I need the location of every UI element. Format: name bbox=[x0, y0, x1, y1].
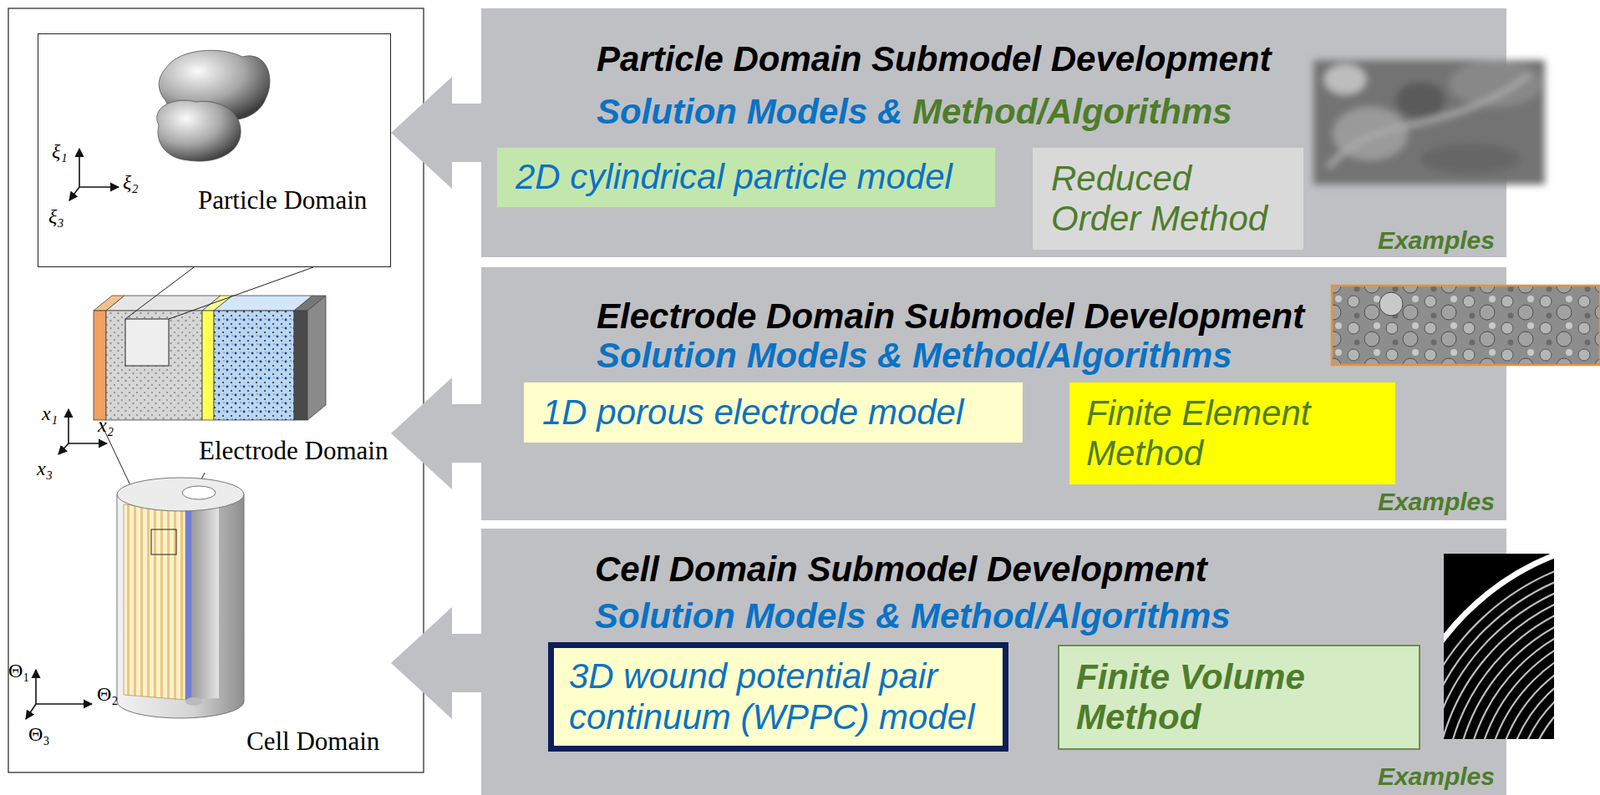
axis-triad bbox=[25, 704, 36, 720]
method-box: Reduced Order Method bbox=[1032, 147, 1304, 250]
axis-label: ξ₂ bbox=[122, 171, 139, 195]
axis-label: ξ₁ bbox=[51, 140, 68, 164]
cell-illustration bbox=[116, 477, 244, 719]
example-micrograph bbox=[1324, 64, 1367, 95]
example-micrograph bbox=[1313, 60, 1545, 185]
examples-label: Examples bbox=[1377, 226, 1495, 256]
panel-background bbox=[481, 8, 1507, 258]
cell-illustration bbox=[191, 497, 219, 701]
submodel-panel: Particle Domain Submodel DevelopmentSolu… bbox=[481, 8, 1507, 258]
electrode-illustration bbox=[106, 295, 221, 311]
model-box: 2D cylindrical particle model bbox=[497, 147, 996, 208]
block-arrow bbox=[391, 607, 482, 720]
examples-label: Examples bbox=[1377, 762, 1495, 793]
axis-triad bbox=[35, 670, 37, 705]
axis-label: ξ₃ bbox=[48, 205, 65, 229]
example-micrograph bbox=[1443, 553, 1555, 740]
method-box: Finite Volume Method bbox=[1057, 645, 1421, 751]
example-micrograph bbox=[1464, 612, 1555, 740]
example-micrograph bbox=[1313, 60, 1545, 185]
panel-subheading: Solution Models & Method/Algorithms bbox=[596, 335, 1233, 376]
axis-label: x₂ bbox=[97, 414, 114, 438]
cell-illustration bbox=[116, 494, 244, 719]
model-box: 1D porous electrode model bbox=[523, 382, 1023, 443]
particle-illustration bbox=[157, 100, 241, 162]
example-micrograph bbox=[1443, 572, 1555, 740]
callout-line bbox=[100, 267, 314, 530]
example-micrograph bbox=[1474, 622, 1555, 740]
axis-label: Θ₃ bbox=[28, 723, 51, 747]
axis-triad bbox=[58, 443, 69, 455]
method-box: Finite Element Method bbox=[1069, 382, 1396, 485]
method-text: Reduced Order Method bbox=[1051, 158, 1281, 240]
panel-heading: Electrode Domain Submodel Development bbox=[596, 296, 1305, 337]
domain-label: Particle Domain bbox=[196, 185, 369, 216]
submodel-panel: Cell Domain Submodel DevelopmentSolution… bbox=[481, 528, 1507, 795]
cell-illustration bbox=[185, 697, 203, 707]
model-text: 1D porous electrode model bbox=[542, 392, 964, 433]
example-micrograph bbox=[1328, 75, 1529, 168]
example-micrograph bbox=[1443, 553, 1555, 740]
model-box: 3D wound potential pair continuum (WPPC)… bbox=[548, 642, 1009, 752]
method-text: Finite Element Method bbox=[1086, 393, 1379, 475]
example-micrograph bbox=[1395, 81, 1446, 119]
panel-heading: Cell Domain Submodel Development bbox=[594, 549, 1208, 590]
submodel-panel: Electrode Domain Submodel DevelopmentSol… bbox=[481, 267, 1507, 521]
axis-triad bbox=[68, 442, 107, 445]
electrode-illustration bbox=[93, 295, 326, 421]
electrode-illustration bbox=[93, 310, 107, 421]
examples-label: Examples bbox=[1377, 487, 1495, 518]
example-micrograph bbox=[1420, 143, 1521, 174]
method-text: Finite Volume Method bbox=[1076, 657, 1402, 739]
panel-background bbox=[481, 528, 1507, 795]
axis-triad bbox=[67, 409, 70, 444]
block-arrow bbox=[391, 377, 482, 490]
callout-line bbox=[125, 267, 194, 320]
block-arrow bbox=[391, 377, 482, 720]
example-micrograph bbox=[1443, 553, 1555, 740]
panel-subheading: Solution Models & Method/Algorithms bbox=[594, 596, 1231, 637]
block-arrow bbox=[391, 76, 482, 189]
figure-frame bbox=[8, 8, 424, 773]
electrode-illustration bbox=[202, 310, 214, 421]
domain-label: Electrode Domain bbox=[197, 436, 390, 467]
domain-frame: Particle Domain bbox=[37, 33, 392, 268]
cell-illustration bbox=[116, 477, 244, 512]
cell-illustration bbox=[123, 504, 186, 701]
axis-triad bbox=[79, 186, 119, 188]
example-micrograph bbox=[1379, 292, 1403, 316]
example-micrograph bbox=[1443, 553, 1555, 740]
model-text: 2D cylindrical particle model bbox=[515, 157, 953, 198]
example-micrograph bbox=[1449, 60, 1542, 107]
particle-illustration bbox=[157, 50, 270, 162]
axis-triad bbox=[35, 703, 92, 706]
panel-background bbox=[481, 8, 1507, 795]
cell-illustration bbox=[151, 529, 177, 555]
axis-label: x₁ bbox=[41, 402, 58, 427]
electrode-illustration bbox=[307, 295, 326, 421]
panel-subheading: Method/Algorithms bbox=[912, 91, 1233, 133]
panel-heading: Particle Domain Submodel Development bbox=[596, 39, 1272, 80]
cell-illustration bbox=[182, 486, 216, 500]
axis-triad bbox=[78, 148, 81, 188]
electrode-illustration bbox=[213, 310, 295, 421]
electrode-illustration bbox=[106, 310, 203, 421]
callout-line bbox=[168, 267, 314, 320]
electrode-illustration bbox=[294, 310, 308, 421]
axis-label: Θ₁ bbox=[8, 660, 31, 684]
model-text: 3D wound potential pair continuum (WPPC)… bbox=[568, 656, 988, 738]
axis-label: x₃ bbox=[36, 457, 53, 482]
axis-label: Θ₂ bbox=[96, 683, 119, 707]
example-micrograph bbox=[1454, 602, 1555, 740]
example-micrograph bbox=[1443, 582, 1555, 740]
axis-triad bbox=[69, 187, 80, 201]
example-micrograph bbox=[1514, 662, 1555, 740]
cell-illustration bbox=[185, 506, 192, 701]
panel-subheading: Solution Models & bbox=[596, 91, 903, 133]
example-micrograph bbox=[1331, 285, 1600, 366]
electrode-illustration bbox=[125, 319, 169, 366]
domain-label: Cell Domain bbox=[244, 726, 381, 757]
axis-triad bbox=[25, 148, 119, 720]
